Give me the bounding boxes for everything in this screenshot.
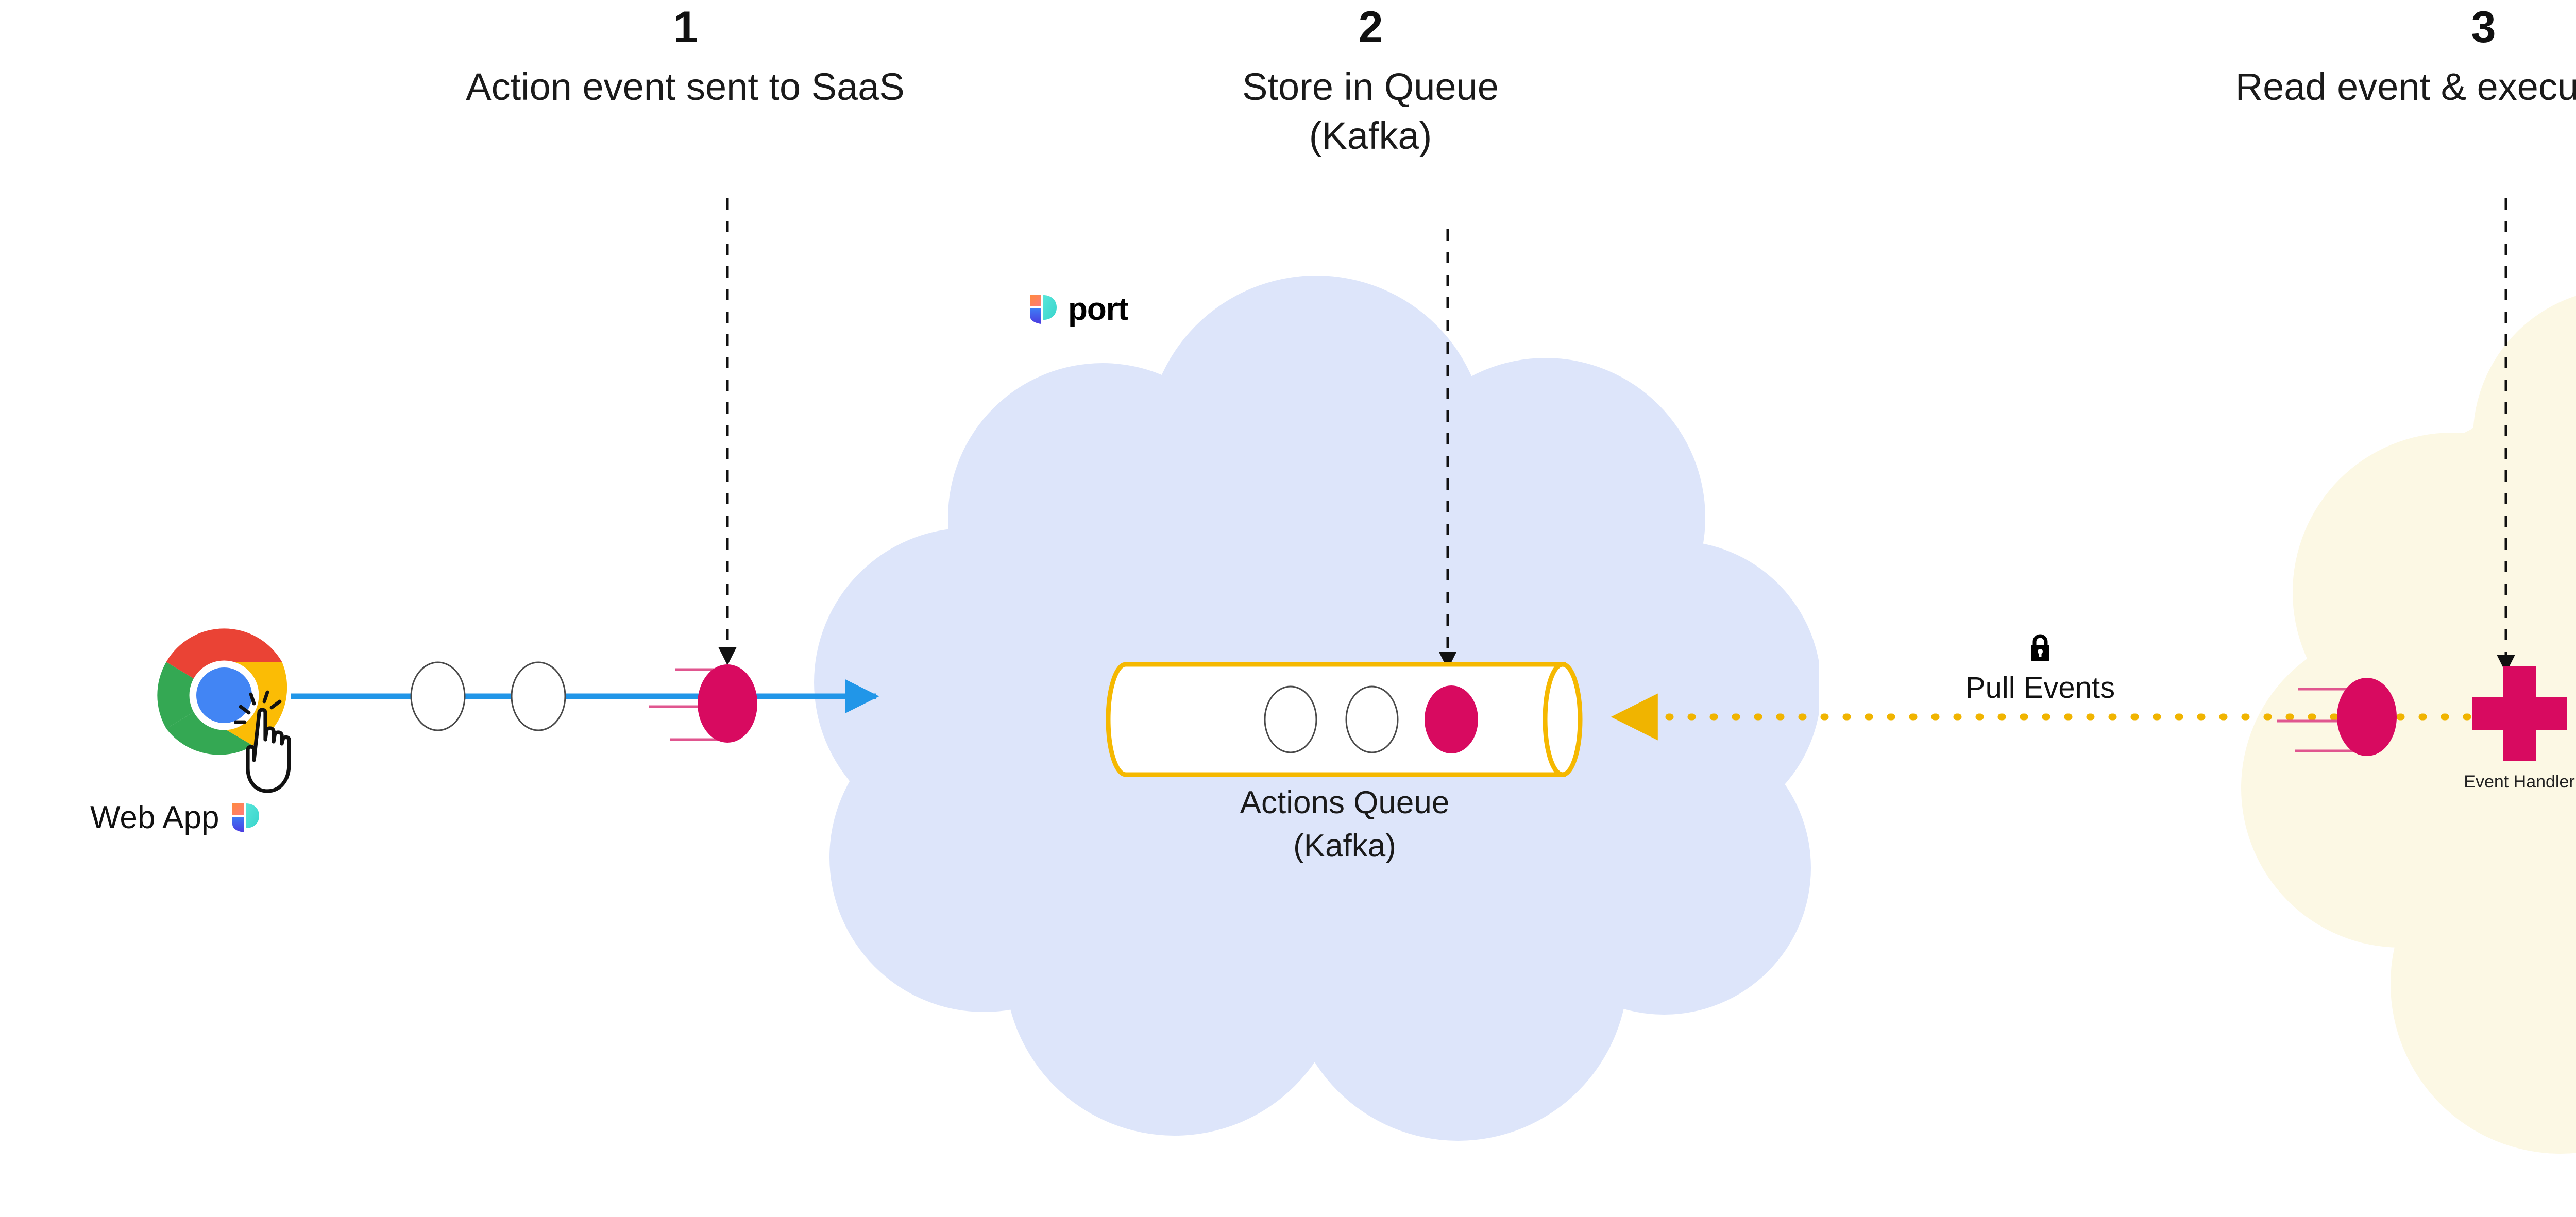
plus-cross-icon	[2472, 666, 2567, 761]
pull-events-label: Pull Events	[1965, 671, 2115, 705]
queue-cylinder	[1106, 662, 1583, 777]
queue-slot-empty	[1345, 685, 1399, 753]
step-1-title-main: Action event sent to SaaS	[466, 65, 905, 108]
event-slot-filled	[698, 664, 757, 743]
port-logo-icon	[1028, 293, 1059, 326]
click-hand-cursor-icon	[233, 690, 337, 798]
pull-events-group: Pull Events	[1875, 633, 2205, 705]
event-slot-empty	[410, 661, 466, 731]
saas-cloud-shape	[814, 276, 1819, 1161]
pulled-event-dot	[2337, 678, 2397, 756]
port-logo-icon	[230, 801, 261, 834]
step-3-title-main: Read event & execute runner	[2235, 65, 2576, 108]
port-brand-logo: port	[1028, 291, 1129, 328]
step-2-title-sub: (Kafka)	[1309, 114, 1432, 157]
step-2-title: Store in Queue (Kafka)	[1113, 63, 1628, 160]
step-2-number: 2	[1358, 3, 1383, 52]
event-handler[interactable]: Event Handler	[2458, 662, 2576, 792]
port-brand-name: port	[1068, 292, 1129, 327]
event-handler-label: Event Handler	[2464, 772, 2575, 792]
step-3-header: 3 Read event & execute runner	[2107, 5, 2576, 112]
actions-queue-subtitle: (Kafka)	[1293, 828, 1396, 864]
web-app-label: Web App	[90, 800, 219, 835]
queue-slot-filled	[1425, 685, 1478, 753]
event-slot-empty	[511, 661, 566, 731]
lock-icon	[2029, 633, 2052, 662]
step-3-title: Read event & execute runner	[2107, 63, 2576, 112]
step-3-number: 3	[2471, 3, 2496, 52]
actions-queue-title: Actions Queue	[1240, 785, 1450, 820]
step-2-header: 2 Store in Queue (Kafka)	[1113, 5, 1628, 160]
web-app-label-group: Web App	[90, 799, 261, 836]
step-1-title: Action event sent to SaaS	[340, 63, 1030, 112]
step-2-title-main: Store in Queue	[1242, 65, 1499, 108]
step-1-number: 1	[673, 3, 698, 52]
actions-queue-caption: Actions Queue (Kafka)	[1105, 781, 1584, 867]
queue-slot-empty	[1264, 685, 1317, 753]
actions-queue: Actions Queue (Kafka)	[1105, 660, 1584, 864]
step-1-header: 1 Action event sent to SaaS	[340, 5, 1030, 112]
